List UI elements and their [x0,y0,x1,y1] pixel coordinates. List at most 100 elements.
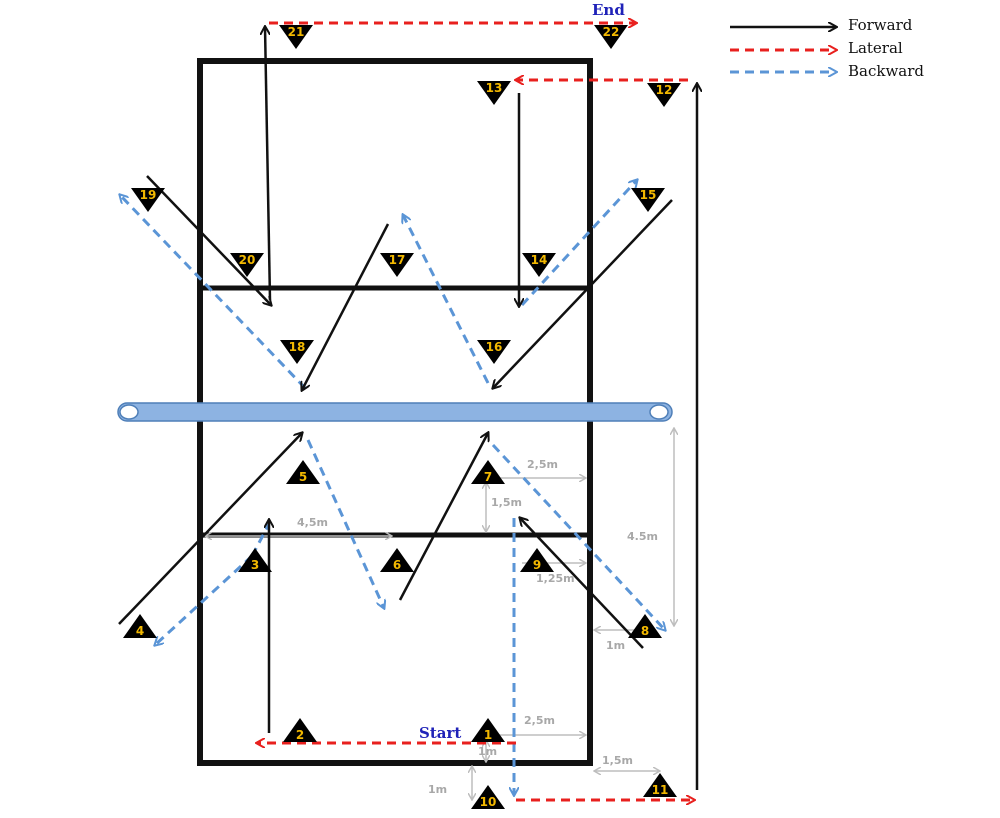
cone-number: 13 [486,81,503,95]
cone-8: 8 [628,614,662,638]
cone-triangle-icon [647,83,681,107]
cone-number: 11 [652,783,669,797]
backward-arrow [306,439,384,608]
cone-18: 18 [280,340,314,364]
cone-triangle-icon [131,188,165,212]
forward-arrow [520,518,644,649]
forward-paths [118,27,697,790]
cone-number: 19 [140,188,157,202]
cone-triangle-icon [123,614,157,638]
cone-number: 10 [480,795,497,809]
cone-triangle-icon [471,460,505,484]
cone-14: 14 [522,253,556,277]
cone-triangle-icon [230,253,264,277]
measure-label-4-5m-width: 4,5m [297,516,328,529]
cone-triangle-icon [380,548,414,572]
backward-arrow [120,195,307,390]
cone-triangle-icon [520,548,554,572]
cone-9: 9 [520,548,554,572]
cone-3: 3 [238,548,272,572]
cone-triangle-icon [380,253,414,277]
cone-triangle-icon [628,614,662,638]
cone-number: 8 [641,624,649,638]
forward-arrow [302,223,390,390]
cone-triangle-icon [643,773,677,797]
forward-arrow [265,27,272,301]
cone-triangle-icon [286,460,320,484]
measure-label-1m-right: 1m [606,639,625,652]
legend-lateral-label: Lateral [848,39,903,57]
forward-arrow [493,199,673,388]
cone-number: 6 [393,558,401,572]
measure-label-1m-left: 1m [428,783,447,796]
cone-10: 10 [471,785,505,809]
cone-number: 20 [239,253,256,267]
cone-number: 16 [486,340,503,354]
cone-triangle-icon [477,340,511,364]
cone-number: 1 [484,728,492,742]
cone-triangle-icon [238,548,272,572]
cone-number: 17 [389,253,406,267]
cone-triangle-icon [631,188,665,212]
backward-arrow [520,180,637,307]
net-post-left [119,404,139,420]
cone-4: 4 [123,614,157,638]
cone-number: 2 [296,728,304,742]
cone-21: 21 [279,25,313,49]
cone-13: 13 [477,81,511,105]
cone-6: 6 [380,548,414,572]
backward-paths [120,180,665,795]
measurement-guides [205,428,674,800]
cone-number: 21 [288,25,305,39]
measure-label-1-25m: 1,25m [536,572,575,585]
cone-11: 11 [643,773,677,797]
cone-22: 22 [594,25,628,49]
measure-label-2-5m-upper: 2,5m [527,458,558,471]
cone-7: 7 [471,460,505,484]
cone-2: 2 [283,718,317,742]
cone-number: 14 [531,253,548,267]
cone-number: 3 [251,558,259,572]
measure-label-2-5m-lower: 2,5m [524,714,555,727]
cone-triangle-icon [471,718,505,742]
start-label: Start [419,724,461,742]
cone-15: 15 [631,188,665,212]
cone-1: 1 [471,718,505,742]
net-post-right [649,404,669,420]
cone-19: 19 [131,188,165,212]
cone-triangle-icon [522,253,556,277]
cone-5: 5 [286,460,320,484]
forward-arrow [118,433,302,625]
cone-triangle-icon [471,785,505,809]
cone-17: 17 [380,253,414,277]
cone-20: 20 [230,253,264,277]
cone-12: 12 [647,83,681,107]
lateral-paths [257,23,694,800]
cone-number: 5 [299,470,307,484]
cone-triangle-icon [283,718,317,742]
legend-backward-label: Backward [848,62,924,80]
cone-16: 16 [477,340,511,364]
forward-arrow [398,433,488,601]
backward-arrow [155,554,254,645]
measure-label-4-5m-height: 4.5m [627,530,658,543]
cone-triangle-icon [477,81,511,105]
backward-arrow [403,215,490,384]
net [117,402,673,422]
measure-label-1m-small: 1m [478,745,497,758]
cone-number: 7 [484,470,492,484]
measure-label-1-5m-lower: 1,5m [602,754,633,767]
cone-number: 4 [136,624,144,638]
cone-triangle-icon [280,340,314,364]
measurement-labels: 2,5m 1,5m 4,5m 1,25m 4.5m 1m 2,5m 1,5m 1… [297,458,658,796]
measure-label-1-5m-mid: 1,5m [491,496,522,509]
forward-arrow [146,175,271,305]
cone-number: 18 [289,340,306,354]
cone-number: 15 [640,188,657,202]
cone-number: 22 [603,25,620,39]
cone-number: 9 [533,558,541,572]
net-bar [117,402,673,422]
end-label: End [592,1,625,19]
cone-number: 12 [656,83,673,97]
